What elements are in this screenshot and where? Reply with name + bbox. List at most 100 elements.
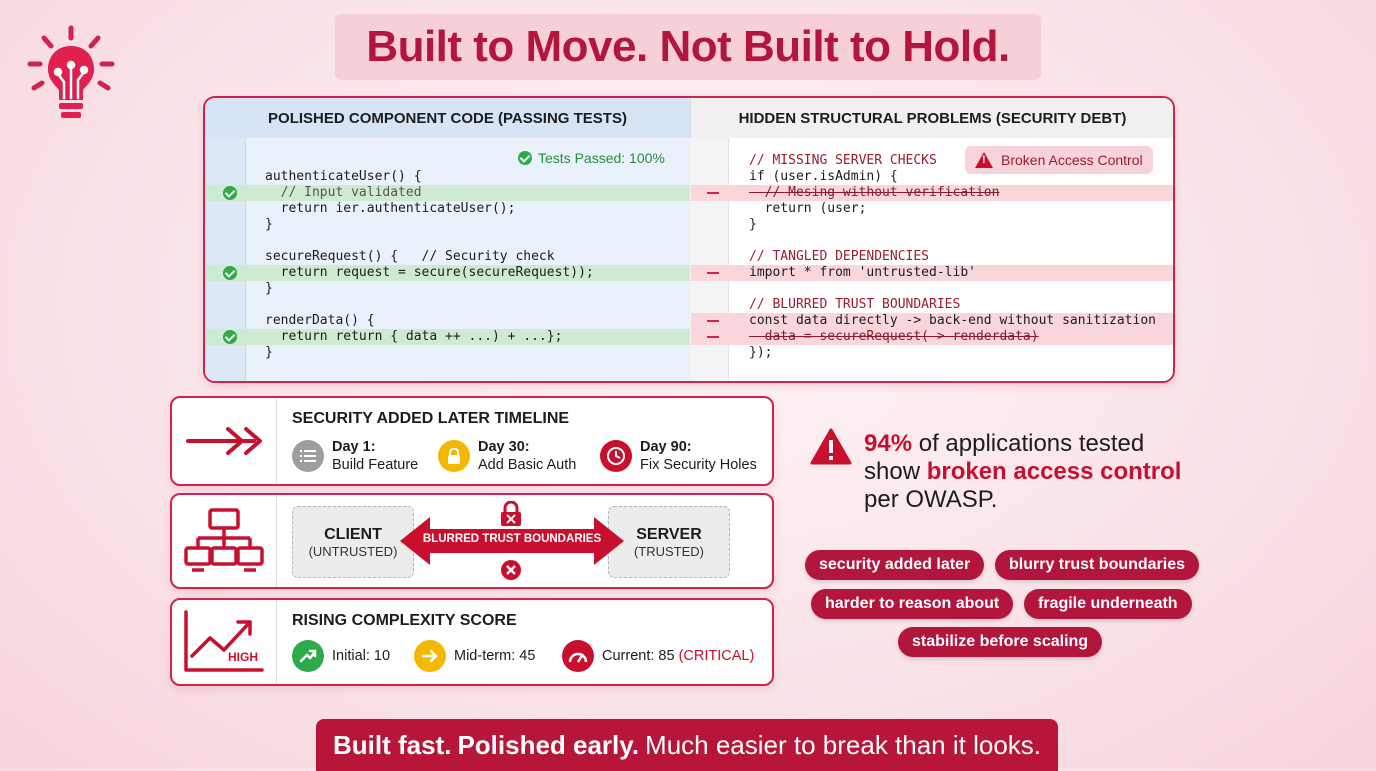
- broken-access-badge: Broken Access Control: [965, 146, 1153, 174]
- lightbulb-logo-icon: [27, 25, 115, 118]
- timeline-card: SECURITY ADDED LATER TIMELINE Day 1: Buil…: [170, 396, 774, 486]
- current-score: Current: 85: [602, 648, 675, 664]
- arrow-right-icon: [414, 640, 446, 672]
- card-icon-column: [172, 495, 277, 587]
- client-subtitle: (UNTRUSTED): [308, 543, 398, 559]
- code-line: }: [749, 217, 757, 232]
- footer-rest: Much easier to break than it looks.: [645, 729, 1042, 760]
- trend-up-icon: [184, 610, 264, 672]
- page-title: Built to Move. Not Built to Hold.: [366, 22, 1010, 71]
- timeline-title: SECURITY ADDED LATER TIMELINE: [292, 410, 570, 427]
- step-day: Day 30:: [478, 439, 530, 455]
- tag-pill: blurry trust boundaries: [995, 550, 1200, 580]
- check-icon: [518, 151, 532, 165]
- tests-passed-label: Tests Passed: 100%: [518, 150, 665, 166]
- warning-icon: [975, 152, 993, 168]
- problem-row: [691, 313, 1173, 345]
- code-line: // BLURRED TRUST BOUNDARIES: [749, 297, 961, 312]
- list-icon: [292, 440, 324, 472]
- check-icon: [223, 266, 237, 280]
- x-circle-icon: [501, 560, 521, 580]
- warning-icon: [810, 428, 852, 465]
- code-line: // Input validated: [265, 185, 422, 200]
- code-line: // TANGLED DEPENDENCIES: [749, 249, 930, 264]
- trust-arrow-label: BLURRED TRUST BOUNDARIES: [422, 533, 602, 545]
- footer-bold-b: Polished early.: [457, 729, 640, 760]
- step-label: Build Feature: [332, 457, 419, 473]
- tag-pill: fragile underneath: [1024, 589, 1192, 619]
- code-line: secureRequest() { // Security check: [265, 249, 555, 264]
- problem-row: [691, 185, 1173, 201]
- minus-icon: [707, 192, 719, 194]
- server-subtitle: (TRUSTED): [633, 543, 705, 559]
- stat-text: 94% of applications tested show broken a…: [864, 430, 1224, 514]
- code-line: const data directly -> back-end without …: [749, 313, 1156, 328]
- mid-score: Mid-term: 45: [454, 648, 536, 664]
- gauge-icon: [562, 640, 594, 672]
- timeline-step-day90: Day 90:Fix Security Holes: [600, 438, 757, 474]
- complexity-initial: Initial: 10: [292, 640, 390, 672]
- code-line: // MISSING SERVER CHECKS: [749, 153, 937, 168]
- code-comparison-panel: POLISHED COMPONENT CODE (PASSING TESTS) …: [203, 96, 1175, 383]
- lock-icon: [438, 440, 470, 472]
- minus-icon: [707, 336, 719, 338]
- trend-arrow-icon: [292, 640, 324, 672]
- check-icon: [223, 330, 237, 344]
- critical-flag: (CRITICAL): [678, 648, 755, 664]
- step-day: Day 90:: [640, 439, 692, 455]
- check-icon: [223, 186, 237, 200]
- complexity-mid: Mid-term: 45: [414, 640, 535, 672]
- complexity-current: Current: 85 (CRITICAL): [562, 640, 754, 672]
- code-line: import * from 'untrusted-lib': [749, 265, 976, 280]
- tests-passed-text: Tests Passed: 100%: [538, 150, 665, 166]
- double-arrow-graphic: [400, 517, 624, 565]
- code-line: if (user.isAdmin) {: [749, 169, 898, 184]
- step-day: Day 1:: [332, 439, 376, 455]
- complexity-title: RISING COMPLEXITY SCORE: [292, 612, 517, 629]
- high-label: HIGH: [228, 650, 258, 664]
- step-label: Add Basic Auth: [478, 457, 577, 473]
- card-icon-column: HIGH: [172, 600, 277, 684]
- card-icon-column: [172, 398, 277, 484]
- timeline-step-day1: Day 1: Build Feature: [292, 438, 418, 474]
- trust-boundary-card: CLIENT (UNTRUSTED) SERVER (TRUSTED) BLUR…: [170, 493, 774, 589]
- highlight-row: [205, 265, 690, 281]
- code-line: return request = secure(secureRequest));: [265, 265, 594, 280]
- minus-icon: [707, 320, 719, 322]
- badge-text: Broken Access Control: [1001, 152, 1143, 168]
- stat-text-a: of applications tested: [912, 430, 1145, 457]
- code-line: renderData() {: [265, 313, 375, 328]
- code-line: }: [265, 281, 273, 296]
- code-line: return ier.authenticateUser();: [265, 201, 516, 216]
- title-banner: Built to Move. Not Built to Hold.: [335, 14, 1041, 80]
- highlight-row: [205, 329, 690, 345]
- footer-bold-a: Built fast.: [332, 729, 452, 760]
- code-line: });: [749, 345, 773, 360]
- client-box: CLIENT (UNTRUSTED): [292, 506, 414, 578]
- code-line: // Mesing without verification: [749, 185, 1000, 200]
- clock-icon: [600, 440, 632, 472]
- stat-text-c: per OWASP.: [864, 486, 998, 513]
- tag-pill: stabilize before scaling: [898, 627, 1103, 657]
- code-line: }: [265, 217, 273, 232]
- code-line: authenticateUser() {: [265, 169, 422, 184]
- server-title: SERVER: [636, 525, 702, 543]
- code-line: return (user;: [749, 201, 867, 216]
- tag-pill: security added later: [805, 550, 985, 580]
- left-column-header: POLISHED COMPONENT CODE (PASSING TESTS): [205, 98, 690, 138]
- stat-text-b: show: [864, 458, 927, 485]
- initial-score: Initial: 10: [332, 648, 391, 664]
- network-icon: [184, 508, 264, 572]
- stat-percent: 94%: [864, 430, 913, 457]
- complexity-card: HIGH RISING COMPLEXITY SCORE Initial: 10…: [170, 598, 774, 686]
- code-line: return return { data ++ ...) + ...};: [265, 329, 563, 344]
- footer-banner: Built fast. Polished early. Much easier …: [316, 719, 1058, 771]
- highlight-row: [205, 185, 690, 201]
- minus-icon: [707, 272, 719, 274]
- client-title: CLIENT: [324, 525, 382, 543]
- code-line: data = secureRequest( > renderdata): [749, 329, 1039, 344]
- problem-row: [691, 265, 1173, 281]
- lock-icon: [501, 501, 521, 526]
- double-arrow-icon: [186, 427, 262, 455]
- server-box: SERVER (TRUSTED): [608, 506, 730, 578]
